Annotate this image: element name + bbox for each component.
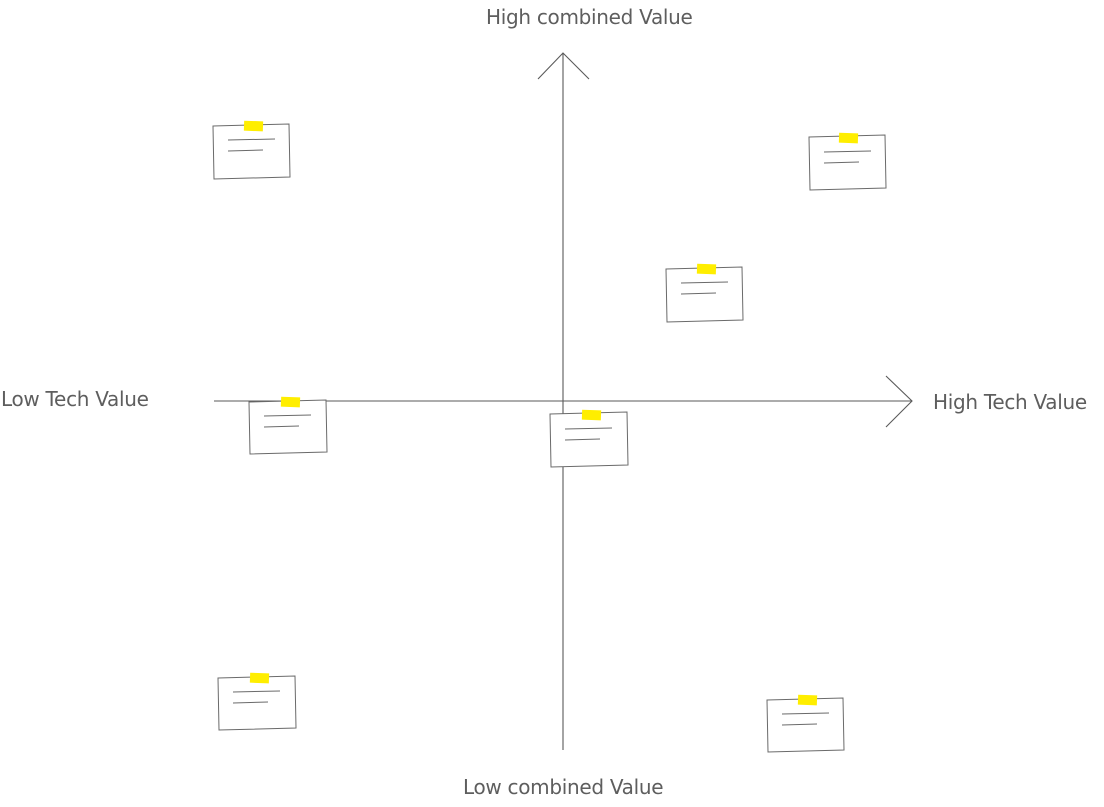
tape-icon [696, 263, 717, 275]
sticky-notes [212, 120, 887, 753]
x-axis-low-label: Low Tech Value [1, 387, 149, 411]
axes [214, 52, 913, 750]
y-axis-low-label: Low combined Value [463, 775, 664, 799]
x-axis-high-label: High Tech Value [933, 390, 1087, 414]
tape-icon [838, 132, 859, 144]
sticky-note-icon[interactable] [549, 409, 629, 468]
y-axis-high-label: High combined Value [486, 5, 693, 29]
sticky-note-icon[interactable] [808, 132, 887, 191]
x-axis-arrow-head-icon [885, 375, 913, 428]
sticky-note-icon[interactable] [248, 396, 328, 455]
sticky-note-icon[interactable] [665, 263, 744, 323]
tape-icon [243, 120, 264, 132]
sticky-note-icon[interactable] [766, 694, 845, 753]
sticky-note-icon[interactable] [217, 672, 297, 731]
sticky-note-icon[interactable] [212, 120, 291, 180]
y-axis-arrow-head-icon [537, 52, 590, 80]
tape-icon [797, 694, 818, 706]
tape-icon [249, 672, 270, 684]
tape-icon [581, 409, 602, 421]
tape-icon [280, 396, 301, 408]
